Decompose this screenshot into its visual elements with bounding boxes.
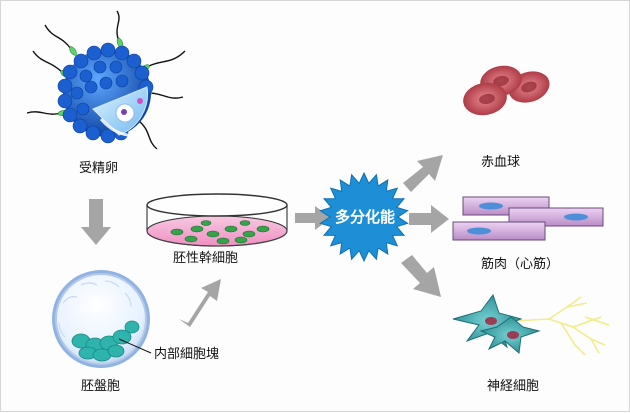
- es-cell-dish-illustration: [146, 193, 288, 247]
- blastocyst-illustration: [52, 270, 152, 368]
- arrow-blastocyst-to-es: [179, 279, 221, 327]
- label-pluripotency: 多分化能: [334, 208, 395, 226]
- nerve-cell-illustration: [452, 293, 610, 356]
- label-fertilized-egg: 受精卵: [79, 161, 119, 176]
- label-inner-cell-mass: 内部細胞塊: [154, 347, 220, 362]
- label-red-blood-cell: 赤血球: [481, 155, 521, 170]
- label-blastocyst: 胚盤胞: [81, 379, 121, 394]
- fertilized-egg-illustration: [26, 10, 186, 150]
- label-nerve-cell: 神経細胞: [487, 379, 540, 394]
- pluripotency-burst: [319, 171, 409, 263]
- arrow-to-muscle: [409, 205, 449, 233]
- label-es-cell: 胚性幹細胞: [173, 251, 239, 266]
- label-muscle: 筋肉（心筋）: [481, 257, 560, 272]
- arrow-to-red-blood-cell: [403, 155, 443, 192]
- arrow-egg-to-blastocyst: [81, 199, 111, 245]
- muscle-illustration: [452, 196, 604, 241]
- arrow-to-nerve-cell: [401, 255, 441, 297]
- red-blood-cell-illustration: [463, 65, 550, 116]
